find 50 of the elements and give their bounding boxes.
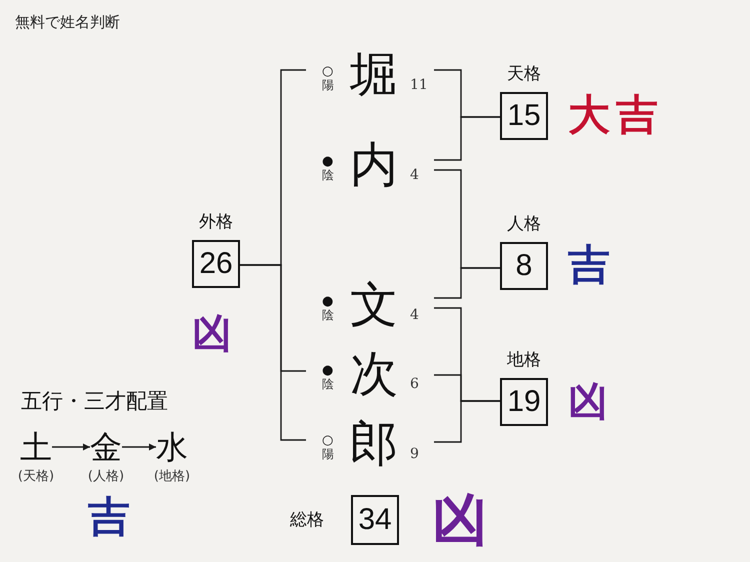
fortune-label: 吉 — [568, 242, 610, 288]
grid-label: 天格 — [507, 64, 541, 84]
arrow — [52, 444, 90, 450]
stroke-count: 9 — [410, 446, 419, 462]
bracket-line — [240, 264, 306, 441]
grid-label: 人格 — [507, 214, 541, 234]
polarity-symbol: ● — [322, 364, 334, 378]
polarity-symbol: ○ — [322, 434, 334, 448]
score-box: 19 — [500, 378, 548, 426]
polarity-word: 陰 — [322, 169, 334, 182]
section-heading: 五行・三才配置 — [21, 389, 168, 414]
score-box: 34 — [351, 495, 399, 545]
fortune-label: 吉 — [88, 494, 130, 540]
element-caption: (天格) — [18, 469, 54, 484]
fortune-label: 凶 — [192, 312, 232, 356]
stroke-count: 11 — [410, 77, 428, 93]
element-character: 金 — [90, 430, 122, 464]
score-box: 26 — [192, 240, 240, 288]
arrow — [122, 444, 156, 450]
score-box: 8 — [500, 242, 548, 290]
fortune-label: 大吉 — [568, 92, 664, 138]
polarity-word: 陽 — [322, 79, 334, 92]
grid-label: 外格 — [199, 212, 233, 232]
element-caption: (人格) — [88, 469, 124, 484]
element-character: 土 — [20, 430, 52, 464]
polarity-symbol: ● — [322, 295, 334, 309]
stroke-count: 4 — [410, 167, 419, 183]
name-character: 堀 — [350, 50, 398, 100]
fortune-label: 凶 — [568, 380, 608, 424]
stroke-count: 6 — [410, 376, 419, 392]
bracket-line — [434, 400, 500, 443]
element-caption: (地格) — [154, 469, 190, 484]
polarity-symbol: ● — [322, 155, 334, 169]
bracket-line — [434, 267, 500, 299]
name-character: 次 — [350, 349, 398, 399]
polarity-word: 陽 — [322, 448, 334, 461]
name-character: 文 — [350, 280, 398, 330]
element-character: 水 — [156, 430, 188, 464]
site-tagline: 無料で姓名判断 — [15, 13, 120, 32]
fortune-label: 凶 — [432, 490, 488, 550]
polarity-symbol: ○ — [322, 65, 334, 79]
polarity-word: 陰 — [322, 378, 334, 391]
name-character: 内 — [350, 140, 398, 190]
grid-label: 総格 — [290, 509, 324, 532]
name-character: 郎 — [350, 419, 398, 469]
polarity-word: 陰 — [322, 309, 334, 322]
bracket-line — [434, 116, 500, 161]
stroke-count: 4 — [410, 307, 419, 323]
grid-label: 地格 — [507, 350, 541, 370]
score-box: 15 — [500, 92, 548, 140]
